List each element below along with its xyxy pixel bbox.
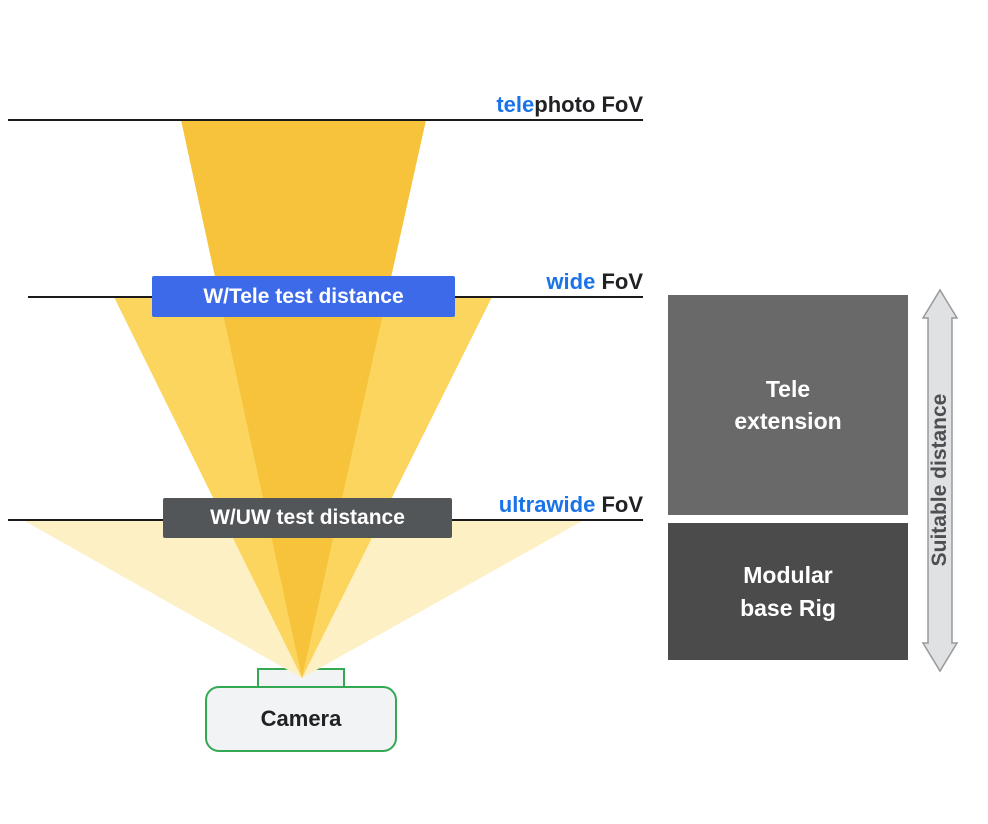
telephoto-cone — [181, 120, 426, 678]
ultrawide-fov-label: ultrawide FoV — [499, 492, 643, 518]
ultrawide-cone — [23, 520, 584, 678]
telephoto-fov-label: telephoto FoV — [496, 92, 643, 118]
tele-extension-box: Tele extension — [668, 295, 908, 515]
suitable-distance-arrow — [921, 288, 959, 673]
wtele-test-distance-label: W/Tele test distance — [152, 276, 455, 317]
ultrawide-fov-label-highlight: ultrawide — [498, 492, 596, 517]
camera-body: Camera — [205, 686, 397, 752]
double-arrow-shape — [921, 288, 959, 673]
ultrawide-fov-label-rest: FoV — [595, 492, 643, 517]
wuw-test-distance-label: W/UW test distance — [163, 498, 452, 538]
wide-cone — [114, 297, 492, 678]
modular-base-rig-box: Modular base Rig — [668, 523, 908, 660]
camera-label: Camera — [260, 706, 342, 731]
wide-fov-label-rest: FoV — [595, 269, 643, 294]
wide-fov-label: wide FoV — [546, 269, 643, 295]
telephoto-fov-label-rest: photo FoV — [534, 92, 643, 117]
telephoto-fov-label-highlight: tele — [496, 92, 535, 117]
suitable-distance-label: Suitable distance — [928, 393, 951, 567]
wide-fov-label-highlight: wide — [546, 269, 596, 294]
camera-lens — [257, 668, 345, 688]
telephoto-fov-line — [8, 119, 643, 121]
